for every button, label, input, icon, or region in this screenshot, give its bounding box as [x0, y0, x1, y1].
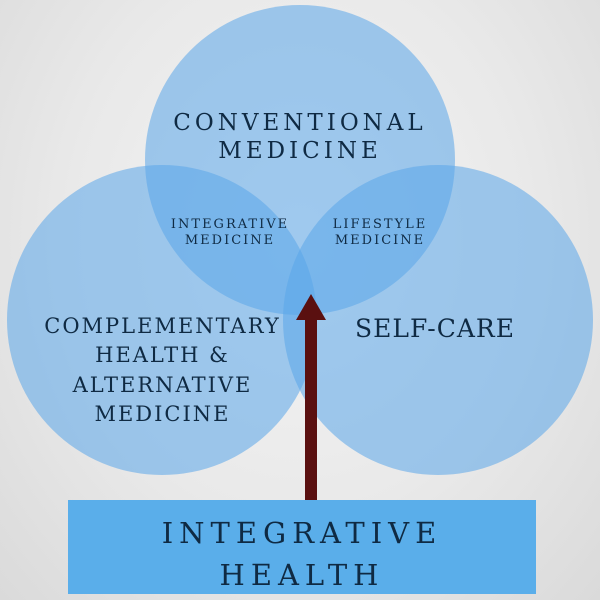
arrow-head	[296, 294, 326, 320]
label-line: INTEGRATIVE	[170, 217, 290, 232]
label-line: COMPLEMENTARY	[44, 314, 281, 338]
label-integrative-medicine: INTEGRATIVE MEDICINE	[160, 217, 300, 248]
circle-complementary-health	[7, 165, 317, 475]
label-line: ALTERNATIVE	[72, 372, 253, 397]
label-line: INTEGRATIVE	[161, 516, 443, 550]
label-line: SELF-CARE	[355, 314, 515, 343]
label-self-care: SELF-CARE	[330, 314, 540, 344]
label-conventional-medicine: CONVENTIONAL MEDICINE	[150, 110, 450, 165]
label-line: HEALTH &	[95, 343, 230, 368]
label-line: MEDICINE	[218, 137, 382, 164]
label-line: MEDICINE	[94, 402, 231, 427]
label-line: HEALTH	[219, 558, 385, 593]
integrative-health-label: INTEGRATIVE HEALTH	[68, 512, 536, 596]
label-complementary-health: COMPLEMENTARY HEALTH & ALTERNATIVE MEDIC…	[30, 312, 295, 430]
label-line: MEDICINE	[184, 232, 276, 248]
integrative-health-box: INTEGRATIVE HEALTH	[68, 500, 536, 594]
circle-self-care	[283, 165, 593, 475]
label-lifestyle-medicine: LIFESTYLE MEDICINE	[315, 217, 445, 248]
label-line: CONVENTIONAL	[173, 110, 427, 136]
label-line: MEDICINE	[334, 232, 426, 248]
arrow-up-icon	[296, 294, 326, 500]
label-line: LIFESTYLE	[332, 217, 428, 232]
arrow-shaft	[305, 318, 317, 500]
